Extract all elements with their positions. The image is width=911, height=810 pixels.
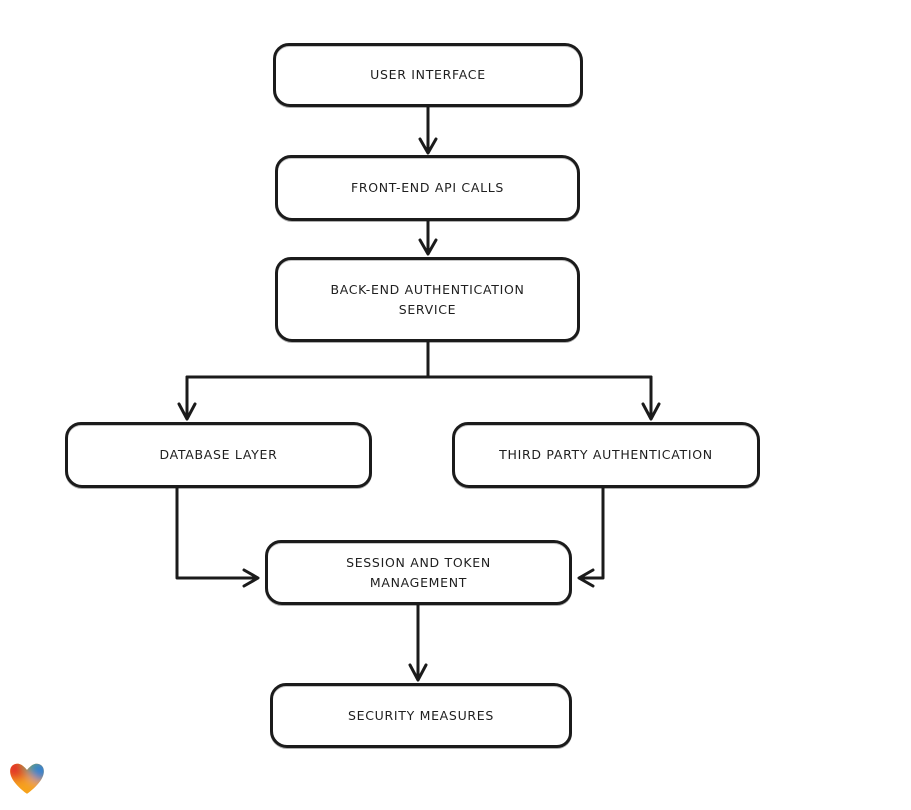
- node-label: SECURITY MEASURES: [347, 707, 495, 723]
- edge-back-end-branch: [177, 340, 661, 421]
- node-security-measures: SECURITY MEASURES: [270, 683, 572, 748]
- node-label: SESSION AND TOKEN MANAGEMENT: [346, 554, 491, 590]
- node-third-party-auth: THIRD PARTY AUTHENTICATION: [452, 422, 760, 488]
- heart-logo-icon[interactable]: [8, 760, 46, 798]
- node-session-token-management: SESSION AND TOKEN MANAGEMENT: [265, 540, 572, 605]
- node-front-end-api-calls: FRONT-END API CALLS: [275, 155, 580, 221]
- node-back-end-auth-service: BACK-END AUTHENTICATION SERVICE: [275, 257, 580, 342]
- node-user-interface: USER INTERFACE: [273, 43, 583, 107]
- node-label: FRONT-END API CALLS: [350, 180, 505, 195]
- edge-third-party-to-session: [577, 486, 605, 588]
- edge-user-interface-to-front-end: [418, 105, 438, 155]
- node-label: THIRD PARTY AUTHENTICATION: [499, 447, 713, 462]
- edge-front-end-to-back-end: [418, 219, 438, 256]
- edge-session-to-security: [408, 602, 428, 682]
- node-label: USER INTERFACE: [370, 67, 486, 82]
- edge-database-to-session: [175, 486, 260, 588]
- node-database-layer: DATABASE LAYER: [65, 422, 372, 488]
- node-label: DATABASE LAYER: [159, 447, 278, 462]
- node-label: BACK-END AUTHENTICATION SERVICE: [330, 281, 525, 317]
